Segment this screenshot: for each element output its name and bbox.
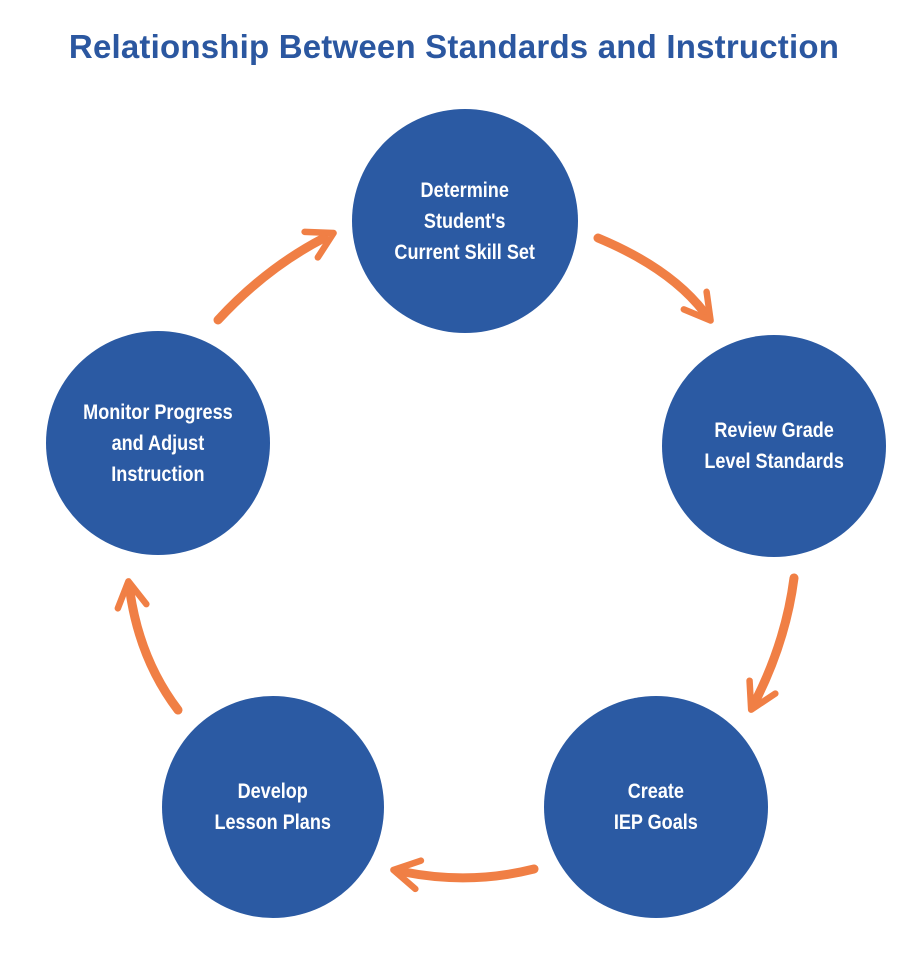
- page-title: Relationship Between Standards and Instr…: [68, 28, 840, 65]
- node-label: Develop Lesson Plans: [214, 780, 332, 834]
- arrow-n4-to-n5: [114, 578, 183, 715]
- arrow-n1-to-n2: [593, 233, 714, 324]
- node-monitor-progress: Monitor Progress and Adjust Instruction: [46, 331, 270, 555]
- node-label: Determine Student's Current Skill Set: [394, 178, 536, 264]
- node-label: Create IEP Goals: [613, 780, 698, 834]
- node-label: Review Grade Level Standards: [704, 419, 844, 473]
- node-label: Monitor Progress and Adjust Instruction: [83, 400, 233, 486]
- node-determine-skill-set: Determine Student's Current Skill Set: [352, 109, 578, 333]
- arrow-n2-to-n3: [746, 573, 799, 713]
- node-develop-lesson-plans: Develop Lesson Plans: [162, 696, 384, 918]
- node-create-iep-goals: Create IEP Goals: [544, 696, 768, 918]
- node-review-standards: Review Grade Level Standards: [662, 335, 886, 557]
- arrow-n5-to-n1: [213, 228, 337, 325]
- arrow-n3-to-n4: [390, 857, 539, 893]
